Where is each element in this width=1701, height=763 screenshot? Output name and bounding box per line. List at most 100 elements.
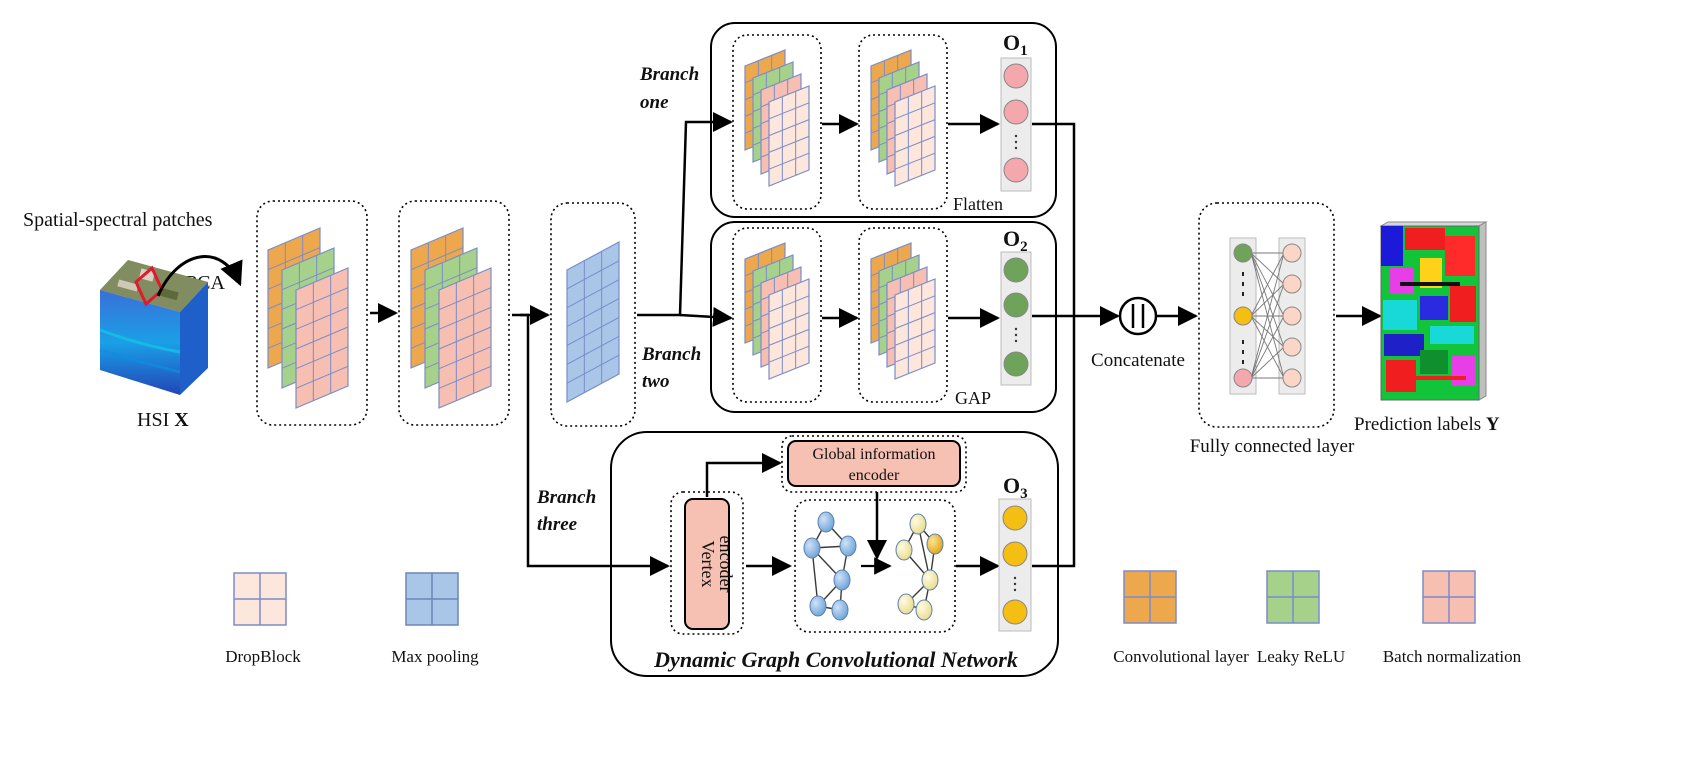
graph-node	[915, 599, 933, 621]
output-node	[1002, 541, 1028, 567]
branch-two-conv2-box	[858, 227, 948, 403]
branch-two-output-nodes	[1003, 257, 1029, 377]
bn-sheet	[438, 267, 492, 409]
patches-label: Spatial-spectral patches	[23, 209, 213, 231]
fc-input-node	[1233, 306, 1253, 326]
fc-output-node	[1282, 274, 1302, 294]
output-node	[1003, 99, 1029, 125]
fc-output-node	[1282, 306, 1302, 326]
fc-output-node	[1282, 337, 1302, 357]
branch-two-label: Branch	[641, 344, 701, 365]
hsi-cube	[99, 260, 208, 395]
branch-one-conv1-maps	[744, 49, 810, 187]
graph-node	[897, 593, 915, 615]
stage2-feature-maps	[410, 227, 492, 409]
dgcn-title: Dynamic Graph Convolutional Network	[653, 647, 1018, 672]
graph-yellow-icon	[895, 513, 944, 621]
dropblock-sheet	[768, 278, 810, 380]
legend-dropblock-label: DropBlock	[225, 647, 301, 666]
branch-two-conv1-box	[732, 227, 822, 403]
graph-node	[833, 569, 851, 591]
dropblock-sheet	[894, 278, 936, 380]
legend-leaky-relu-label: Leaky ReLU	[1257, 647, 1345, 666]
global-encoder-block	[787, 440, 961, 487]
legend-conv-layer-label: Convolutional layer	[1113, 647, 1249, 666]
prediction-map-image	[1379, 221, 1488, 401]
flatten-label: Flatten	[953, 194, 1003, 214]
graph-node	[921, 569, 939, 591]
hsi-label: HSI X	[137, 409, 189, 431]
global-encoder-outer	[781, 435, 967, 493]
output-node	[1003, 292, 1029, 318]
bn-sheet	[295, 267, 349, 409]
stage1-feature-maps	[267, 227, 349, 409]
fc-input-node	[1233, 243, 1253, 263]
maxpool-feature-map	[566, 240, 620, 404]
vertex-encoder-box	[670, 491, 744, 635]
branch-one-box	[710, 22, 1057, 218]
branch-one-path	[637, 112, 733, 317]
vertex-encoder-label-2: encoder	[716, 536, 736, 593]
graph-blue-icon	[803, 511, 857, 621]
branch-two-label-2: two	[642, 371, 669, 392]
output-node	[1002, 505, 1028, 531]
dropblock-sheet	[894, 85, 936, 187]
graph-node	[926, 533, 944, 555]
legend-batch-norm: Batch normalization	[1383, 570, 1522, 666]
branch-one-label: Branch	[639, 64, 699, 85]
output-node	[1002, 599, 1028, 625]
concat-label: Concatenate	[1091, 350, 1185, 371]
legend-dropblock: DropBlock	[225, 572, 301, 666]
branch-three-output-nodes	[1002, 505, 1028, 625]
graph-node	[839, 535, 857, 557]
branch-three-label-2: three	[537, 514, 578, 535]
branch-two-path	[679, 306, 733, 327]
output-o1-label: O1	[1003, 30, 1028, 59]
branch-one-label-2: one	[640, 92, 669, 113]
branch-one-conv2-maps	[870, 49, 936, 187]
gap-label: GAP	[955, 388, 991, 408]
fc-box	[1198, 202, 1335, 428]
fc-output-node	[1282, 368, 1302, 388]
graph-node	[817, 511, 835, 533]
dgcn-box	[610, 431, 1059, 677]
graph-conv-box	[794, 499, 956, 633]
fc-output-node	[1282, 243, 1302, 263]
stage3-box	[550, 202, 636, 427]
branch-one-conv1-box	[732, 34, 822, 210]
maxpool-sheet	[566, 240, 620, 404]
legend: DropBlock Max pooling Convolutional layer L…	[225, 570, 1522, 666]
prediction-label: Prediction labels Y	[1354, 414, 1500, 435]
pca-arrow	[156, 255, 243, 297]
legend-leaky-relu: Leaky ReLU	[1257, 570, 1345, 666]
graph-node	[909, 513, 927, 535]
vertex-encoder-block	[684, 498, 730, 630]
dropblock-sheet	[768, 85, 810, 187]
output-node	[1003, 351, 1029, 377]
vertex-encoder-label-1: Vertex	[698, 541, 718, 588]
output-node	[1003, 63, 1029, 89]
legend-batch-norm-label: Batch normalization	[1383, 647, 1522, 666]
global-encoder-label-2: encoder	[849, 467, 900, 484]
branch-two-conv2-maps	[870, 242, 936, 380]
fully-connected-icon	[1229, 237, 1306, 395]
branch-three-path	[520, 313, 670, 576]
output-o2-label: O2	[1003, 226, 1028, 255]
graph-node	[809, 595, 827, 617]
graph-node	[895, 539, 913, 561]
legend-max-pooling-label: Max pooling	[391, 647, 479, 666]
global-encoder-label-1: Global information	[812, 446, 935, 463]
branch-three-label: Branch	[536, 487, 596, 508]
legend-max-pooling: Max pooling	[391, 572, 479, 666]
branch-one-output-nodes	[1003, 63, 1029, 183]
branch-one-conv2-box	[858, 34, 948, 210]
branch-two-conv1-maps	[744, 242, 810, 380]
vertex-to-global-arrow	[705, 453, 782, 497]
output-o3-label: O3	[1003, 473, 1028, 502]
graph-node	[803, 537, 821, 559]
output-node	[1003, 157, 1029, 183]
fc-label: Fully connected layer	[1190, 436, 1355, 457]
concat-icon	[1118, 296, 1158, 336]
